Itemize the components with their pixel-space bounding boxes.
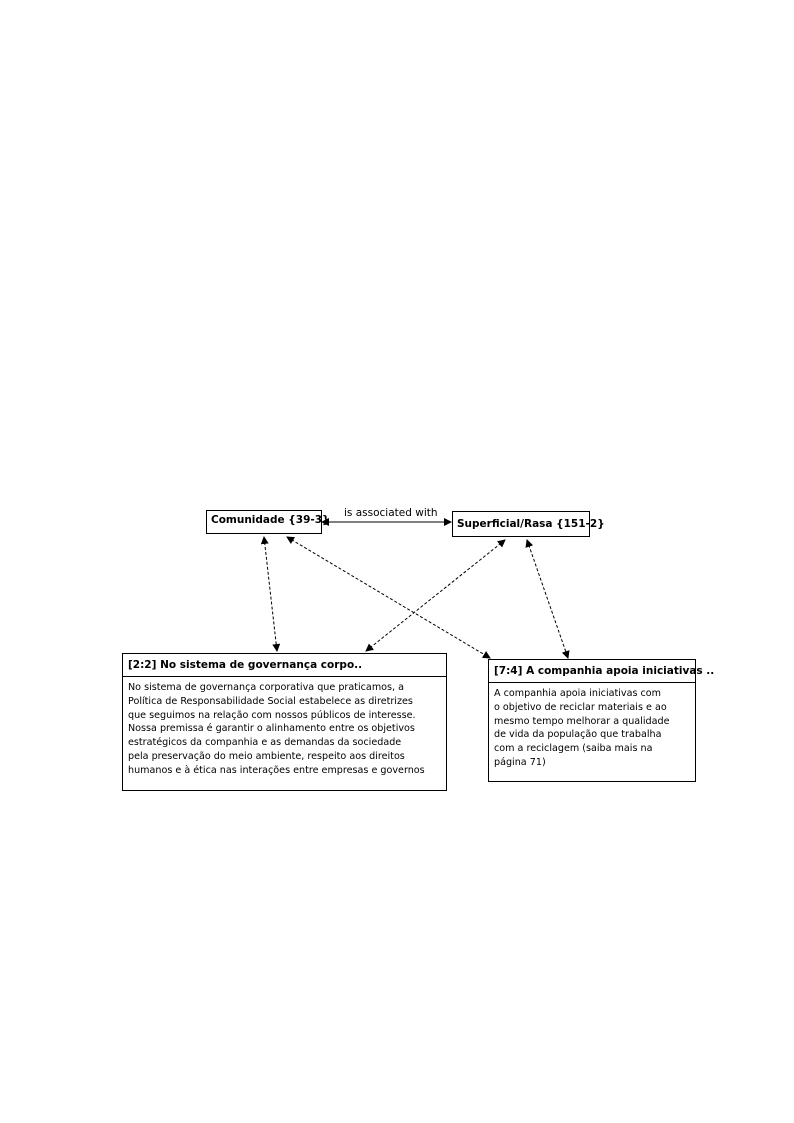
link-comunidade-q2 [286,536,491,659]
quote-line: com a reciclagem (saiba mais na [494,743,653,755]
quote-line: mesmo tempo melhorar a qualidade [494,715,670,727]
quote-text: A companhia apoia iniciativas com o obje… [489,683,695,774]
quote-line: A companhia apoia iniciativas com [494,688,662,699]
quote-line: o objetivo de reciclar materiais e ao [494,701,667,713]
code-label-superficial: Superficial/Rasa {151-2} [457,518,605,530]
quote-node-2-2[interactable]: [2:2] No sistema de governança corpo.. N… [122,653,447,791]
link-comunidade-q1 [260,536,281,652]
quote-line: que seguimos na relação com nossos públi… [128,709,416,721]
quote-line: Nossa premissa é garantir o alinhamento … [128,723,415,735]
quote-line: estratégicos da companhia e as demandas … [128,737,402,749]
quote-text: No sistema de governança corporativa que… [123,677,446,782]
quote-line: Política de Responsabilidade Social esta… [128,695,413,707]
link-superficial-q1 [365,539,506,652]
link-superficial-q2 [525,539,570,659]
quote-line: de vida da população que trabalha [494,729,662,741]
quote-line: No sistema de governança corporativa que… [128,682,405,693]
quote-line: página 71) [494,756,546,768]
quote-node-7-4[interactable]: [7:4] A companhia apoia iniciativas .. A… [488,659,714,782]
quote-title: [7:4] A companhia apoia iniciativas .. [489,660,714,683]
code-label-comunidade: Comunidade {39-3} [211,514,330,526]
quote-title: [2:2] No sistema de governança corpo.. [123,654,446,677]
quote-line: humanos e à ética nas interações entre e… [128,764,425,776]
code-node-comunidade[interactable]: Comunidade {39-3} [206,510,330,534]
relation-label: is associated with [344,507,438,519]
code-node-superficial[interactable]: Superficial/Rasa {151-2} [452,511,605,537]
quote-line: pela preservação do meio ambiente, respe… [128,750,405,762]
